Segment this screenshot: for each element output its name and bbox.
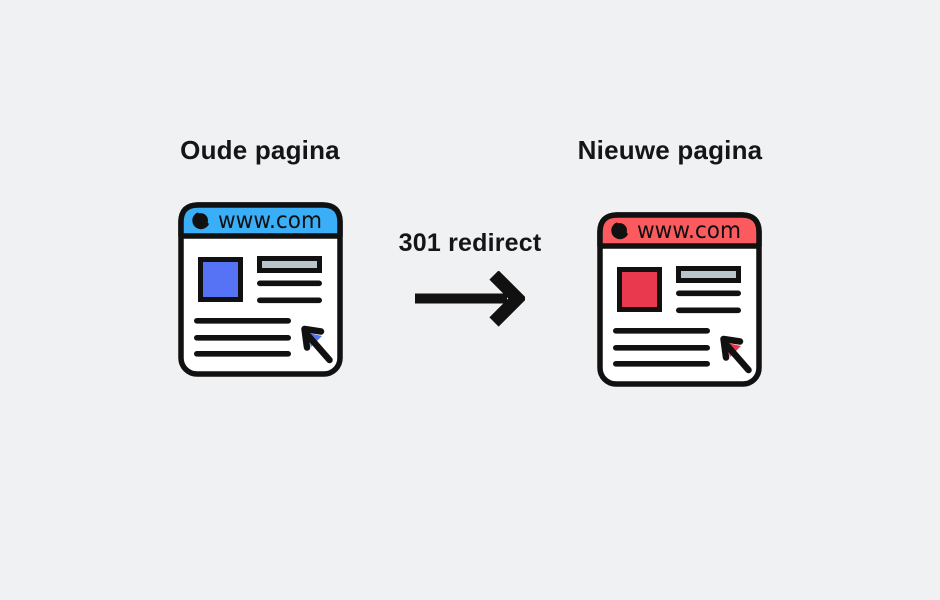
reload-icon-slit xyxy=(616,219,631,234)
browser-header xyxy=(178,202,343,239)
old-page-browser-icon: www.com xyxy=(178,202,343,377)
text-line xyxy=(613,345,710,351)
arrow-head xyxy=(489,271,525,327)
url-text: www.com xyxy=(218,208,322,234)
url-text: www.com xyxy=(637,218,741,244)
cursor-arrow-icon xyxy=(720,335,752,374)
heading-placeholder xyxy=(257,256,322,273)
redirect-label: 301 redirect xyxy=(398,229,542,257)
browser-header xyxy=(597,212,762,249)
new-page-title: Nieuwe pagina xyxy=(577,135,763,165)
arrow-shaft xyxy=(415,293,507,304)
old-page-title: Oude pagina xyxy=(180,135,340,165)
text-line xyxy=(194,335,291,341)
text-line xyxy=(257,297,322,304)
image-placeholder xyxy=(617,267,662,312)
text-line xyxy=(676,307,741,314)
text-line xyxy=(194,351,291,357)
text-line xyxy=(613,361,710,367)
reload-icon xyxy=(611,221,629,240)
heading-placeholder xyxy=(676,266,741,283)
text-line xyxy=(613,328,710,334)
cursor-arrow-icon xyxy=(301,325,333,364)
text-line xyxy=(676,290,741,297)
reload-icon xyxy=(192,211,210,230)
reload-icon-slit xyxy=(197,209,212,224)
image-placeholder xyxy=(198,257,243,302)
text-line xyxy=(257,280,322,287)
new-page-browser-icon: www.com xyxy=(597,212,762,387)
redirect-arrow-icon xyxy=(415,271,525,327)
text-line xyxy=(194,318,291,324)
